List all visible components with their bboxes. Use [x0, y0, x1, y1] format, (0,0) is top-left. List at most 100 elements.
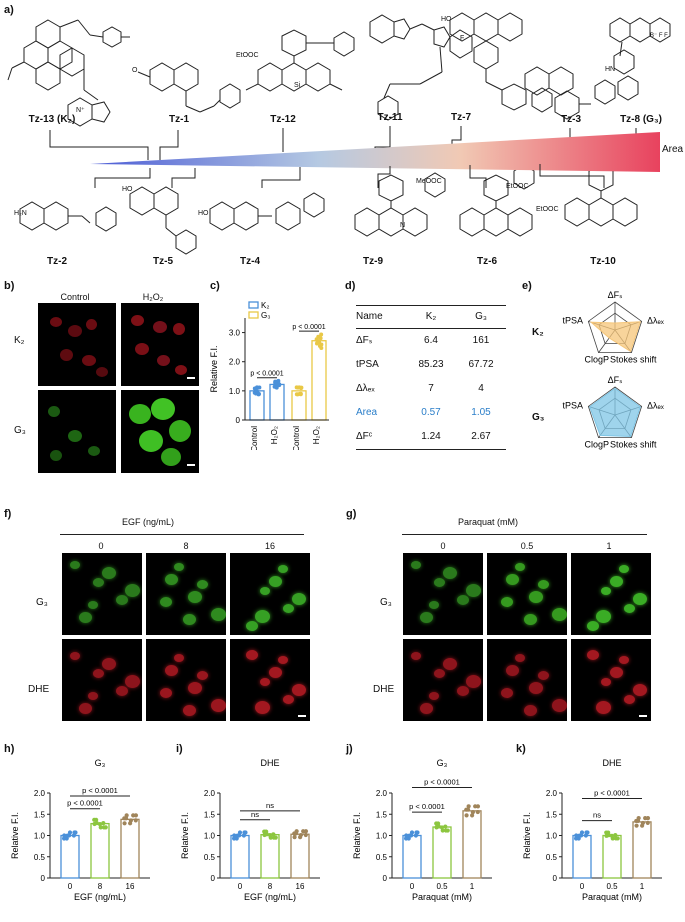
compound-label-tz5: Tz-5: [153, 256, 173, 267]
cell: [619, 565, 629, 573]
x-tick-label: 0: [68, 882, 73, 891]
x-tick-label: 8: [268, 882, 273, 891]
radar-axis-label: Stokes shift: [610, 354, 657, 364]
cell: [515, 654, 525, 662]
bar: [572, 834, 592, 879]
cell: [443, 658, 457, 670]
data-point: [414, 830, 419, 835]
micrograph-dhe: [403, 639, 483, 721]
cell: [515, 563, 525, 571]
panel-label-e: e): [522, 280, 532, 292]
atom-label-etooc-tz6: EtOOC: [506, 183, 529, 190]
radar-area: [589, 321, 641, 353]
atom-label-f-tz7: F: [460, 35, 465, 42]
sig-label: ns: [266, 801, 274, 810]
cell: [601, 587, 611, 595]
data-point: [242, 830, 247, 835]
y-tick-label: 1.5: [34, 810, 46, 819]
cell: [70, 561, 80, 569]
area-label: Area: [662, 144, 684, 155]
panel-label-i: i): [176, 743, 183, 755]
chart-title: G₃: [95, 758, 106, 768]
cell: [116, 595, 128, 605]
micrograph-dhe: [230, 639, 310, 721]
y-tick-label: 1.0: [546, 832, 558, 841]
area-gradient-wedge: [90, 132, 660, 172]
x-tick-label: 1: [640, 882, 645, 891]
sig-label: p < 0.0001: [250, 371, 283, 378]
cell: [420, 703, 433, 714]
cell: [587, 621, 599, 631]
x-axis-label: EGF (ng/mL): [74, 892, 126, 902]
cell: [411, 561, 421, 569]
data-point: [235, 833, 240, 838]
cell: [610, 576, 623, 587]
data-point: [92, 821, 97, 827]
y-tick-label: 2.0: [546, 789, 558, 798]
atom-label-etooc-tz10: EtOOC: [536, 206, 559, 213]
bar: [311, 340, 327, 421]
cell: [260, 587, 270, 595]
cell: [160, 688, 172, 698]
micrograph-g3: [230, 553, 310, 635]
atom-label-oh-tz7: HO: [441, 16, 452, 23]
data-point: [464, 807, 469, 812]
atom-label-n-tz9: N: [400, 222, 406, 229]
cell: [633, 593, 647, 605]
micrograph-g3: [62, 553, 142, 635]
panel-label-g: g): [346, 508, 357, 520]
data-point: [301, 829, 306, 834]
panel-g-title: Paraquat (mM): [457, 517, 519, 527]
table-header-name: Name: [356, 311, 383, 322]
structure-tz8: [609, 17, 671, 101]
y-tick-label: 0: [236, 416, 241, 425]
y-axis-label: Relative F.I.: [352, 812, 362, 859]
data-point: [122, 821, 127, 826]
data-point: [443, 824, 448, 829]
cell: [165, 574, 178, 585]
cell: [93, 669, 104, 678]
y-tick-label: 0: [211, 874, 216, 883]
cell: [102, 658, 116, 670]
cell: [70, 652, 80, 660]
data-point: [128, 821, 133, 826]
cell: [292, 684, 306, 696]
cell: [93, 578, 104, 587]
bar: [402, 834, 422, 879]
bar: [120, 818, 140, 879]
cell: [292, 593, 306, 605]
atom-label-oh-tz4: HO: [198, 210, 209, 217]
radar-axis-label: ClogP: [585, 439, 610, 449]
x-axis-label: EGF (ng/mL): [244, 892, 296, 902]
data-point: [470, 810, 475, 815]
compound-label-tz4: Tz-4: [240, 256, 260, 267]
structure-tz4: [209, 192, 325, 231]
micrograph-g3: [487, 553, 567, 635]
compound-label-tz1: Tz-1: [169, 114, 189, 125]
radar-axis-label: Stokes shift: [610, 439, 657, 449]
radar-axis-label: ΔFₛ: [608, 290, 623, 300]
micrograph-k2-control: [38, 303, 116, 386]
bar: [90, 822, 110, 879]
table-cell-property: Area: [356, 407, 378, 418]
cell: [624, 695, 635, 704]
cell: [174, 654, 184, 662]
y-tick-label: 1.0: [376, 832, 388, 841]
data-point: [101, 821, 106, 826]
cell: [619, 656, 629, 664]
panel-a-structures: [7, 12, 671, 255]
data-point: [466, 804, 471, 809]
cell: [260, 678, 270, 686]
panel-label-c: c): [210, 280, 220, 292]
cell: [501, 597, 513, 607]
cell: [434, 578, 445, 587]
table-cell-value: 1.24: [421, 431, 441, 442]
data-point: [440, 828, 445, 833]
cell: [269, 576, 282, 587]
bar: [290, 833, 310, 879]
y-tick-label: 1.5: [376, 810, 388, 819]
data-point: [262, 832, 267, 838]
micrograph-g3-h2o2: [121, 390, 199, 473]
